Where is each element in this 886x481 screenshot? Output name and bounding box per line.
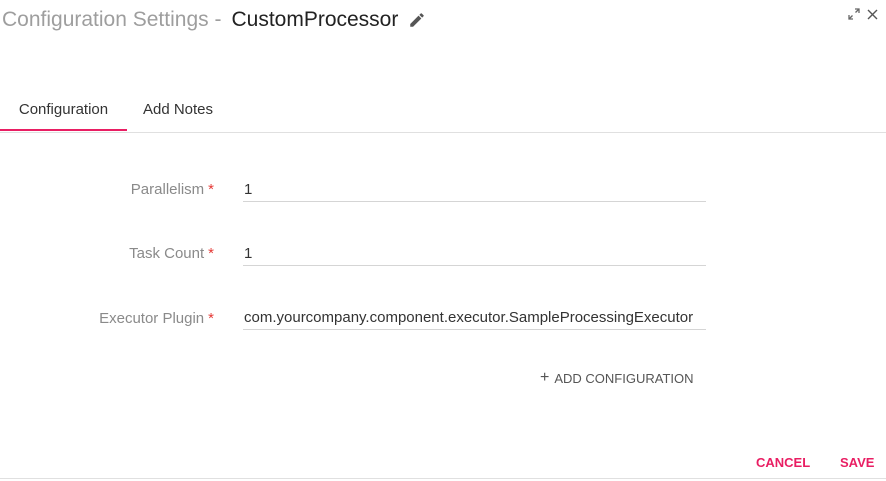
title-name: CustomProcessor [231,8,399,31]
pencil-icon[interactable] [408,10,428,30]
executor-plugin-input[interactable] [243,306,706,330]
save-button[interactable]: SAVE [840,455,875,470]
add-configuration-label: ADD CONFIGURATION [554,370,694,386]
task-count-label: Task Count* [129,245,214,262]
tab-bar: Configuration Add Notes [0,88,886,133]
close-icon[interactable] [866,8,878,20]
executor-plugin-label: Executor Plugin* [99,310,214,327]
expand-icon[interactable] [848,8,860,20]
cancel-button[interactable]: CANCEL [756,455,811,470]
divider [0,478,886,479]
required-marker: * [208,181,214,198]
required-marker: * [208,310,214,327]
required-marker: * [208,245,214,262]
task-count-input[interactable] [243,242,706,266]
parallelism-label: Parallelism* [130,181,214,198]
tab-configuration[interactable]: Configuration [0,88,127,131]
tab-add-notes[interactable]: Add Notes [142,101,214,118]
window-controls [848,8,878,20]
plus-icon: + [540,369,550,386]
title-prefix: Configuration Settings - [2,8,222,31]
add-configuration-button[interactable]: + ADD CONFIGURATION [540,370,694,386]
parallelism-input[interactable] [243,178,706,202]
dialog-header: Configuration Settings - CustomProcessor [2,8,428,32]
